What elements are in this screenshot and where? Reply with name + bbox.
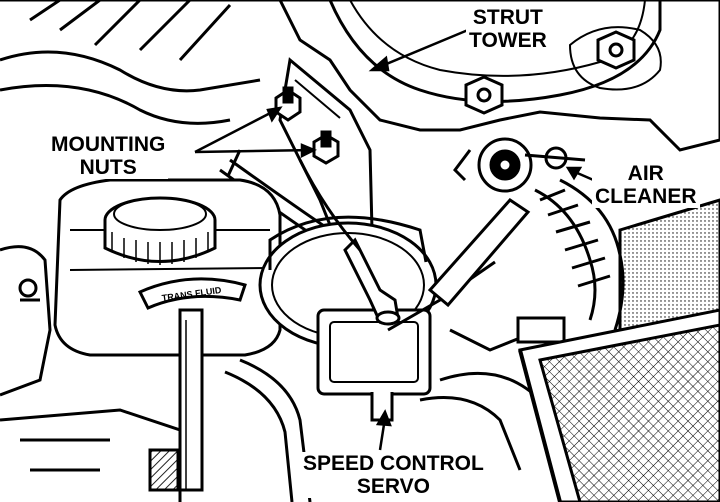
speed-control-servo-label: SPEED CONTROL SERVO	[300, 452, 487, 498]
engine-block-left	[0, 245, 182, 502]
air-cleaner-label-line2: CLEANER	[595, 185, 697, 208]
trans-fluid-dipstick: TRANS FLUID	[137, 277, 247, 492]
strut-nut-right	[596, 30, 636, 70]
air-cleaner-housing	[518, 198, 720, 502]
mounting-nut-lower	[312, 130, 340, 165]
strut-tower-label-line1: STRUT	[472, 6, 543, 29]
servo-vacuum-nipple	[343, 237, 401, 326]
throttle-linkage	[427, 137, 586, 308]
strut-tower-label-line2: TOWER	[469, 29, 547, 52]
mounting-nuts-label: MOUNTING NUTS	[48, 133, 169, 179]
strut-nut-left	[464, 75, 504, 115]
air-cleaner-label: AIR CLEANER	[592, 162, 700, 208]
inner-fender-panel	[0, 0, 720, 152]
mounting-nuts-label-line1: MOUNTING	[51, 133, 166, 156]
reservoir-cap	[103, 196, 217, 265]
speed-control-servo-label-line2: SERVO	[356, 475, 430, 498]
air-cleaner-label-line1: AIR	[627, 162, 664, 185]
strut-tower-label: STRUT TOWER	[466, 6, 550, 52]
callout-leaders	[194, 28, 599, 451]
mounting-nuts-label-line2: NUTS	[79, 156, 137, 179]
speed-control-servo-label-line1: SPEED CONTROL	[303, 452, 484, 475]
